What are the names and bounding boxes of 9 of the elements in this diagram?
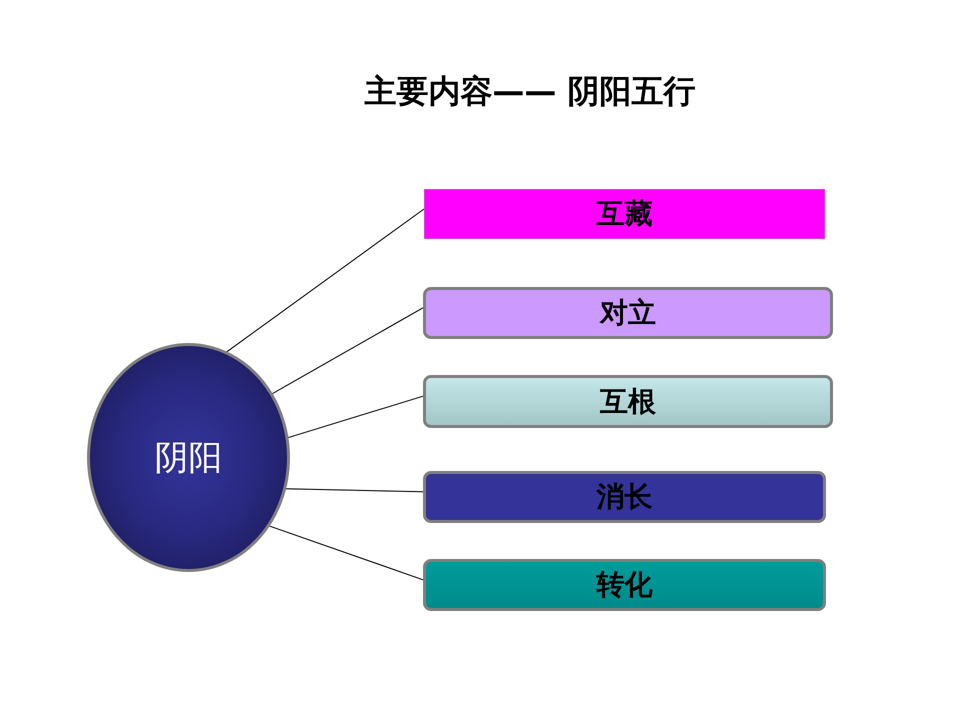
topic-circle: 阴阳 (87, 343, 290, 572)
connector-line (226, 208, 424, 353)
topic-box: 互藏 (424, 189, 825, 239)
topic-box: 互根 (423, 375, 833, 428)
topic-box: 消长 (423, 471, 826, 523)
topic-box: 转化 (423, 559, 826, 611)
topic-box: 对立 (423, 287, 833, 339)
connector-line (287, 396, 424, 438)
title: 主要内容—— 阴阳五行 (364, 71, 696, 112)
